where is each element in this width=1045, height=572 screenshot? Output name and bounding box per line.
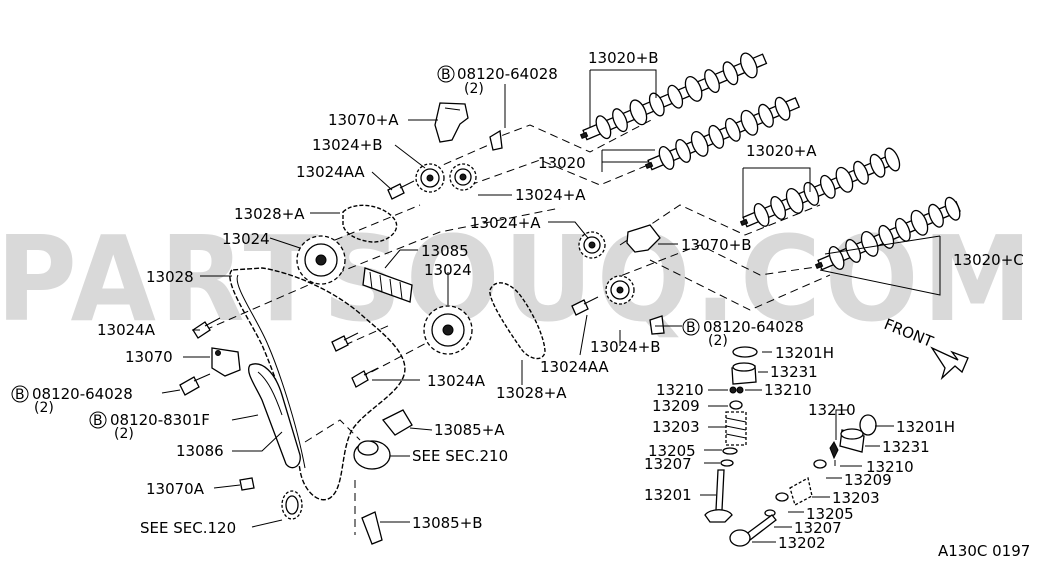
chain-guide-13085A — [381, 409, 413, 436]
label-13085A: 13085+A — [434, 421, 505, 439]
crank-sprocket-sec120 — [281, 490, 303, 520]
chain-guide-13085 — [362, 267, 413, 303]
label-13024-left: 13024 — [222, 230, 270, 248]
camshaft-13020 — [644, 96, 801, 171]
label-13205-1: 13205 — [648, 442, 696, 460]
label-13209-1: 13209 — [652, 397, 700, 415]
label-13028A-low: 13028+A — [496, 384, 567, 402]
label-13202: 13202 — [778, 534, 826, 552]
bolt-marker-left-b: B — [15, 387, 25, 403]
label-bolt-right-qty: (2) — [708, 333, 728, 349]
sprocket-13024-mid — [423, 305, 473, 355]
watermark: PARTSOUQ.COM — [0, 210, 1036, 348]
label-13024A-top: 13024+A — [515, 186, 586, 204]
label-13024A-left: 13024A — [97, 321, 156, 339]
label-bolt-left2: 08120-8301F — [110, 411, 210, 429]
label-13210-b: 13210 — [764, 381, 812, 399]
sprocket-13024B-mid — [605, 275, 635, 305]
camshaft-13020A — [739, 147, 901, 228]
timing-chain-13028 — [229, 267, 406, 501]
label-13207-1: 13207 — [644, 455, 692, 473]
label-bolt-right: 08120-64028 — [703, 318, 804, 336]
sprocket-13024-left — [296, 235, 346, 285]
label-13086: 13086 — [176, 442, 224, 460]
front-arrow-icon — [930, 346, 969, 381]
label-13028A-top: 13028+A — [234, 205, 305, 223]
label-13024A-mid: 13024+A — [470, 214, 541, 232]
bolt-marker-right-b: B — [686, 320, 696, 336]
label-13210-a: 13210 — [656, 381, 704, 399]
bolt-marker-left2-b: B — [93, 413, 103, 429]
timing-chain-13028A-low — [489, 282, 546, 360]
label-13020A: 13020+A — [746, 142, 817, 160]
tensioner-guide-13086 — [248, 363, 301, 469]
label-13070A-low: 13070A — [146, 480, 205, 498]
label-13210-d: 13210 — [866, 458, 914, 476]
label-see-sec210: SEE SEC.210 — [412, 447, 508, 465]
tensioner-sec210 — [353, 440, 391, 470]
label-13201: 13201 — [644, 486, 692, 504]
label-13024-mid: 13024 — [424, 261, 472, 279]
label-13085: 13085 — [421, 242, 469, 260]
sprocket-13024A-top — [449, 163, 477, 191]
label-13203-2: 13203 — [832, 489, 880, 507]
label-13210-c: 13210 — [808, 401, 856, 419]
label-13205-2: 13205 — [806, 505, 854, 523]
tensioner-13070A-top — [434, 102, 469, 143]
label-13070B: 13070+B — [681, 236, 752, 254]
label-bolt-left-qty: (2) — [34, 400, 54, 416]
tensioner-13070B — [626, 224, 661, 253]
label-bolt-left2-qty: (2) — [114, 426, 134, 442]
label-13020B: 13020+B — [588, 49, 659, 67]
label-13070: 13070 — [125, 348, 173, 366]
bolt-marker-top-b: B — [441, 67, 451, 83]
label-13207-2: 13207 — [794, 519, 842, 537]
part-labels: 13020+B B 08120-64028 (2) 13070+A 13024+… — [11, 49, 1030, 560]
label-13209-2: 13209 — [844, 471, 892, 489]
timing-chain-13028A-top — [342, 204, 398, 243]
label-13024A-low: 13024A — [427, 372, 486, 390]
label-13024AA-top: 13024AA — [296, 163, 365, 181]
bolts — [179, 129, 665, 491]
leader-lines — [161, 69, 941, 543]
label-bolt-left: 08120-64028 — [32, 385, 133, 403]
bolt-marker-left — [11, 385, 29, 403]
sprocket-13024B-top — [415, 163, 445, 193]
label-13231-2: 13231 — [882, 438, 930, 456]
label-13201H-2: 13201H — [896, 418, 955, 436]
diagram-code: A130C 0197 — [938, 542, 1030, 560]
label-13070A: 13070+A — [328, 111, 399, 129]
label-13024B-mid: 13024+B — [590, 338, 661, 356]
label-13203-1: 13203 — [652, 418, 700, 436]
label-bolt-top: 08120-64028 — [457, 65, 558, 83]
tensioner-13070 — [211, 347, 241, 377]
label-13231-1: 13231 — [770, 363, 818, 381]
chain-guide-13085B — [361, 511, 383, 545]
label-13020C: 13020+C — [953, 251, 1024, 269]
bolt-marker-right — [682, 318, 700, 336]
bolt-marker-left2 — [89, 411, 107, 429]
label-13085B: 13085+B — [412, 514, 483, 532]
label-13020: 13020 — [538, 154, 586, 172]
label-13201H-1: 13201H — [775, 344, 834, 362]
label-13024B-top: 13024+B — [312, 136, 383, 154]
bolt-marker-top — [437, 65, 455, 83]
label-see-sec120: SEE SEC.120 — [140, 519, 236, 537]
valve-components-right — [729, 414, 877, 547]
valve-components-left — [704, 346, 758, 523]
label-13028: 13028 — [146, 268, 194, 286]
sprocket-13024A-mid — [578, 231, 606, 259]
label-bolt-top-qty: (2) — [464, 81, 484, 97]
camshaft-13020B — [579, 52, 768, 141]
label-13024AA-mid: 13024AA — [540, 358, 609, 376]
